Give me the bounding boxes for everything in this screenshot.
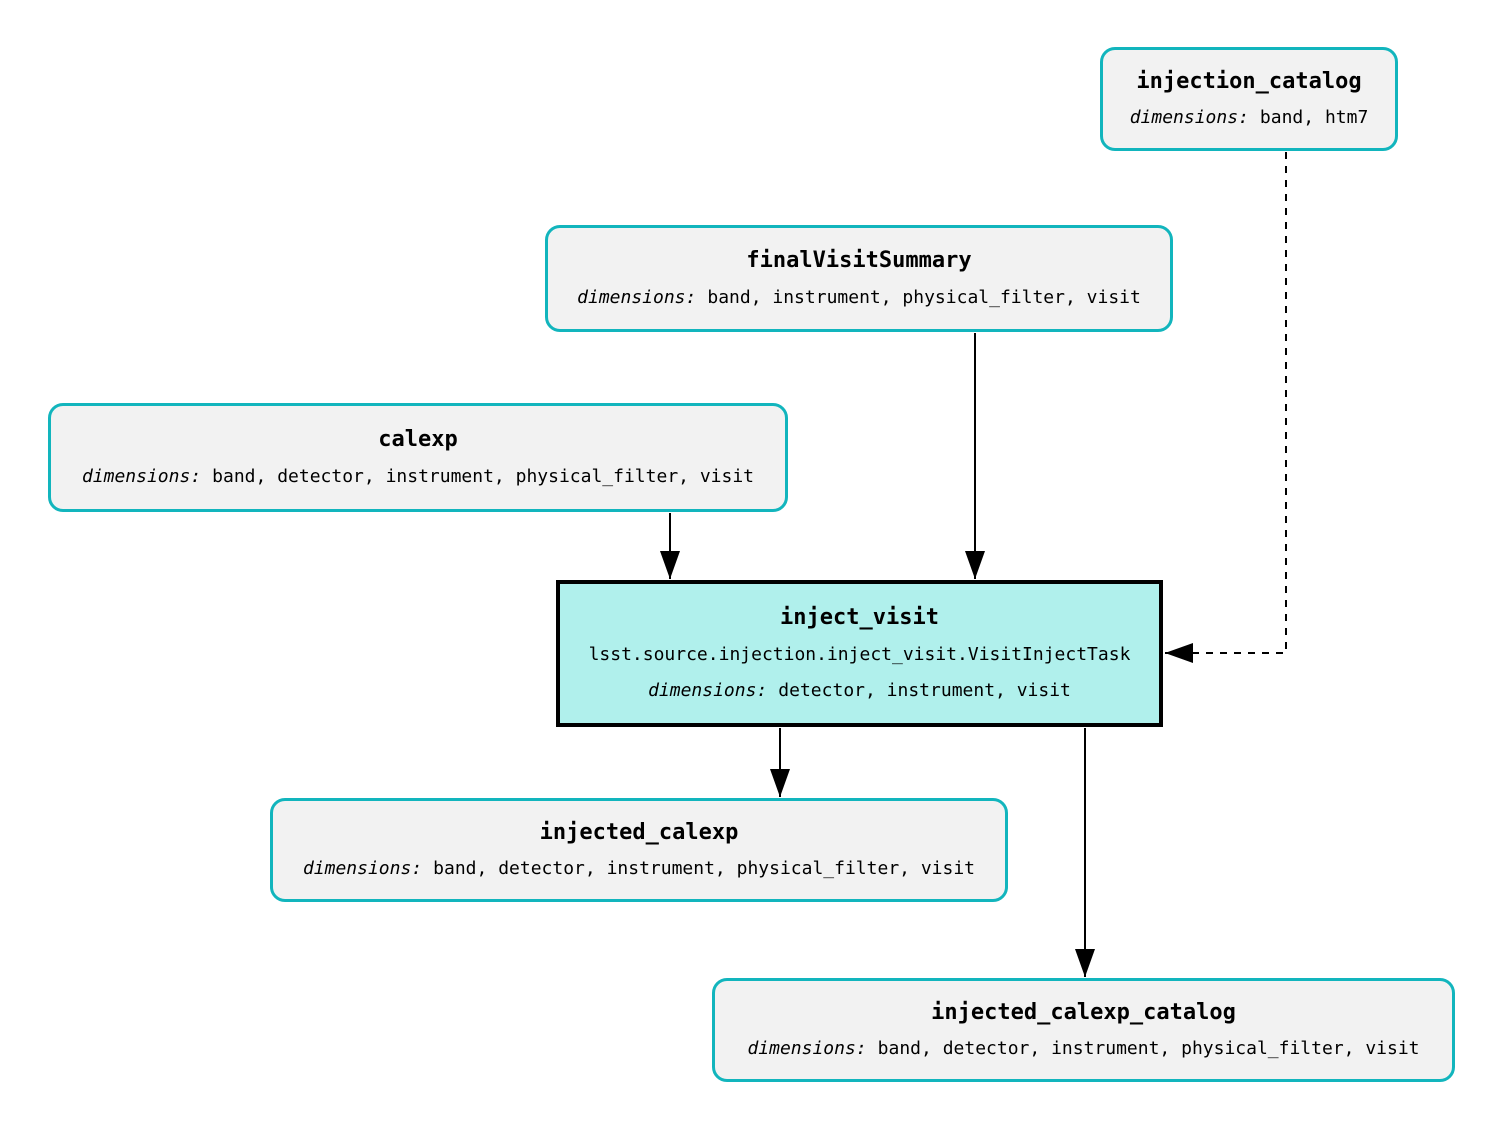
dimensions-value: band, detector, instrument, physical_fil… bbox=[877, 1037, 1420, 1059]
node-inject-visit-task: inject_visit lsst.source.injection.injec… bbox=[556, 580, 1163, 727]
node-title: calexp bbox=[378, 427, 458, 452]
dimensions-label: dimensions: bbox=[81, 466, 202, 488]
dimensions-value: band, detector, instrument, physical_fil… bbox=[212, 466, 755, 488]
node-injected-calexp: injected_calexp dimensions: band, detecto… bbox=[270, 798, 1008, 902]
dimensions-value: band, htm7 bbox=[1259, 106, 1369, 128]
node-finalvisitsummary: finalVisitSummary dimensions: band, instr… bbox=[545, 225, 1173, 332]
dimensions-label: dimensions: bbox=[302, 857, 423, 879]
node-title: inject_visit bbox=[780, 605, 939, 631]
node-dimensions: dimensions: detector, instrument, visit bbox=[648, 680, 1071, 702]
dimensions-value: band, detector, instrument, physical_fil… bbox=[433, 857, 976, 879]
node-title: injection_catalog bbox=[1136, 69, 1362, 95]
node-dimensions: dimensions: band, detector, instrument, p… bbox=[81, 466, 755, 488]
node-calexp: calexp dimensions: band, detector, instru… bbox=[48, 403, 788, 512]
edge-injection-catalog-to-inject-visit bbox=[1165, 152, 1287, 663]
node-title: finalVisitSummary bbox=[746, 248, 972, 274]
node-injected-calexp-catalog: injected_calexp_catalog dimensions: band,… bbox=[712, 978, 1455, 1082]
task-class-path: lsst.source.injection.inject_visit.Visit… bbox=[588, 644, 1131, 666]
node-title: injected_calexp_catalog bbox=[931, 1000, 1236, 1026]
node-title: injected_calexp bbox=[539, 820, 739, 846]
node-dimensions: dimensions: band, htm7 bbox=[1129, 106, 1369, 129]
dimensions-label: dimensions: bbox=[577, 286, 697, 308]
node-dimensions: dimensions: band, instrument, physical_fi… bbox=[577, 286, 1141, 309]
dimensions-value: band, instrument, physical_filter, visit bbox=[707, 286, 1141, 308]
dimensions-label: dimensions: bbox=[648, 680, 768, 702]
node-injection-catalog: injection_catalog dimensions: band, htm7 bbox=[1100, 47, 1398, 151]
dimensions-value: detector, instrument, visit bbox=[778, 680, 1071, 702]
node-dimensions: dimensions: band, detector, instrument, p… bbox=[747, 1037, 1420, 1060]
dimensions-label: dimensions: bbox=[1129, 106, 1249, 128]
dimensions-label: dimensions: bbox=[747, 1037, 867, 1059]
node-dimensions: dimensions: band, detector, instrument, p… bbox=[302, 857, 976, 880]
